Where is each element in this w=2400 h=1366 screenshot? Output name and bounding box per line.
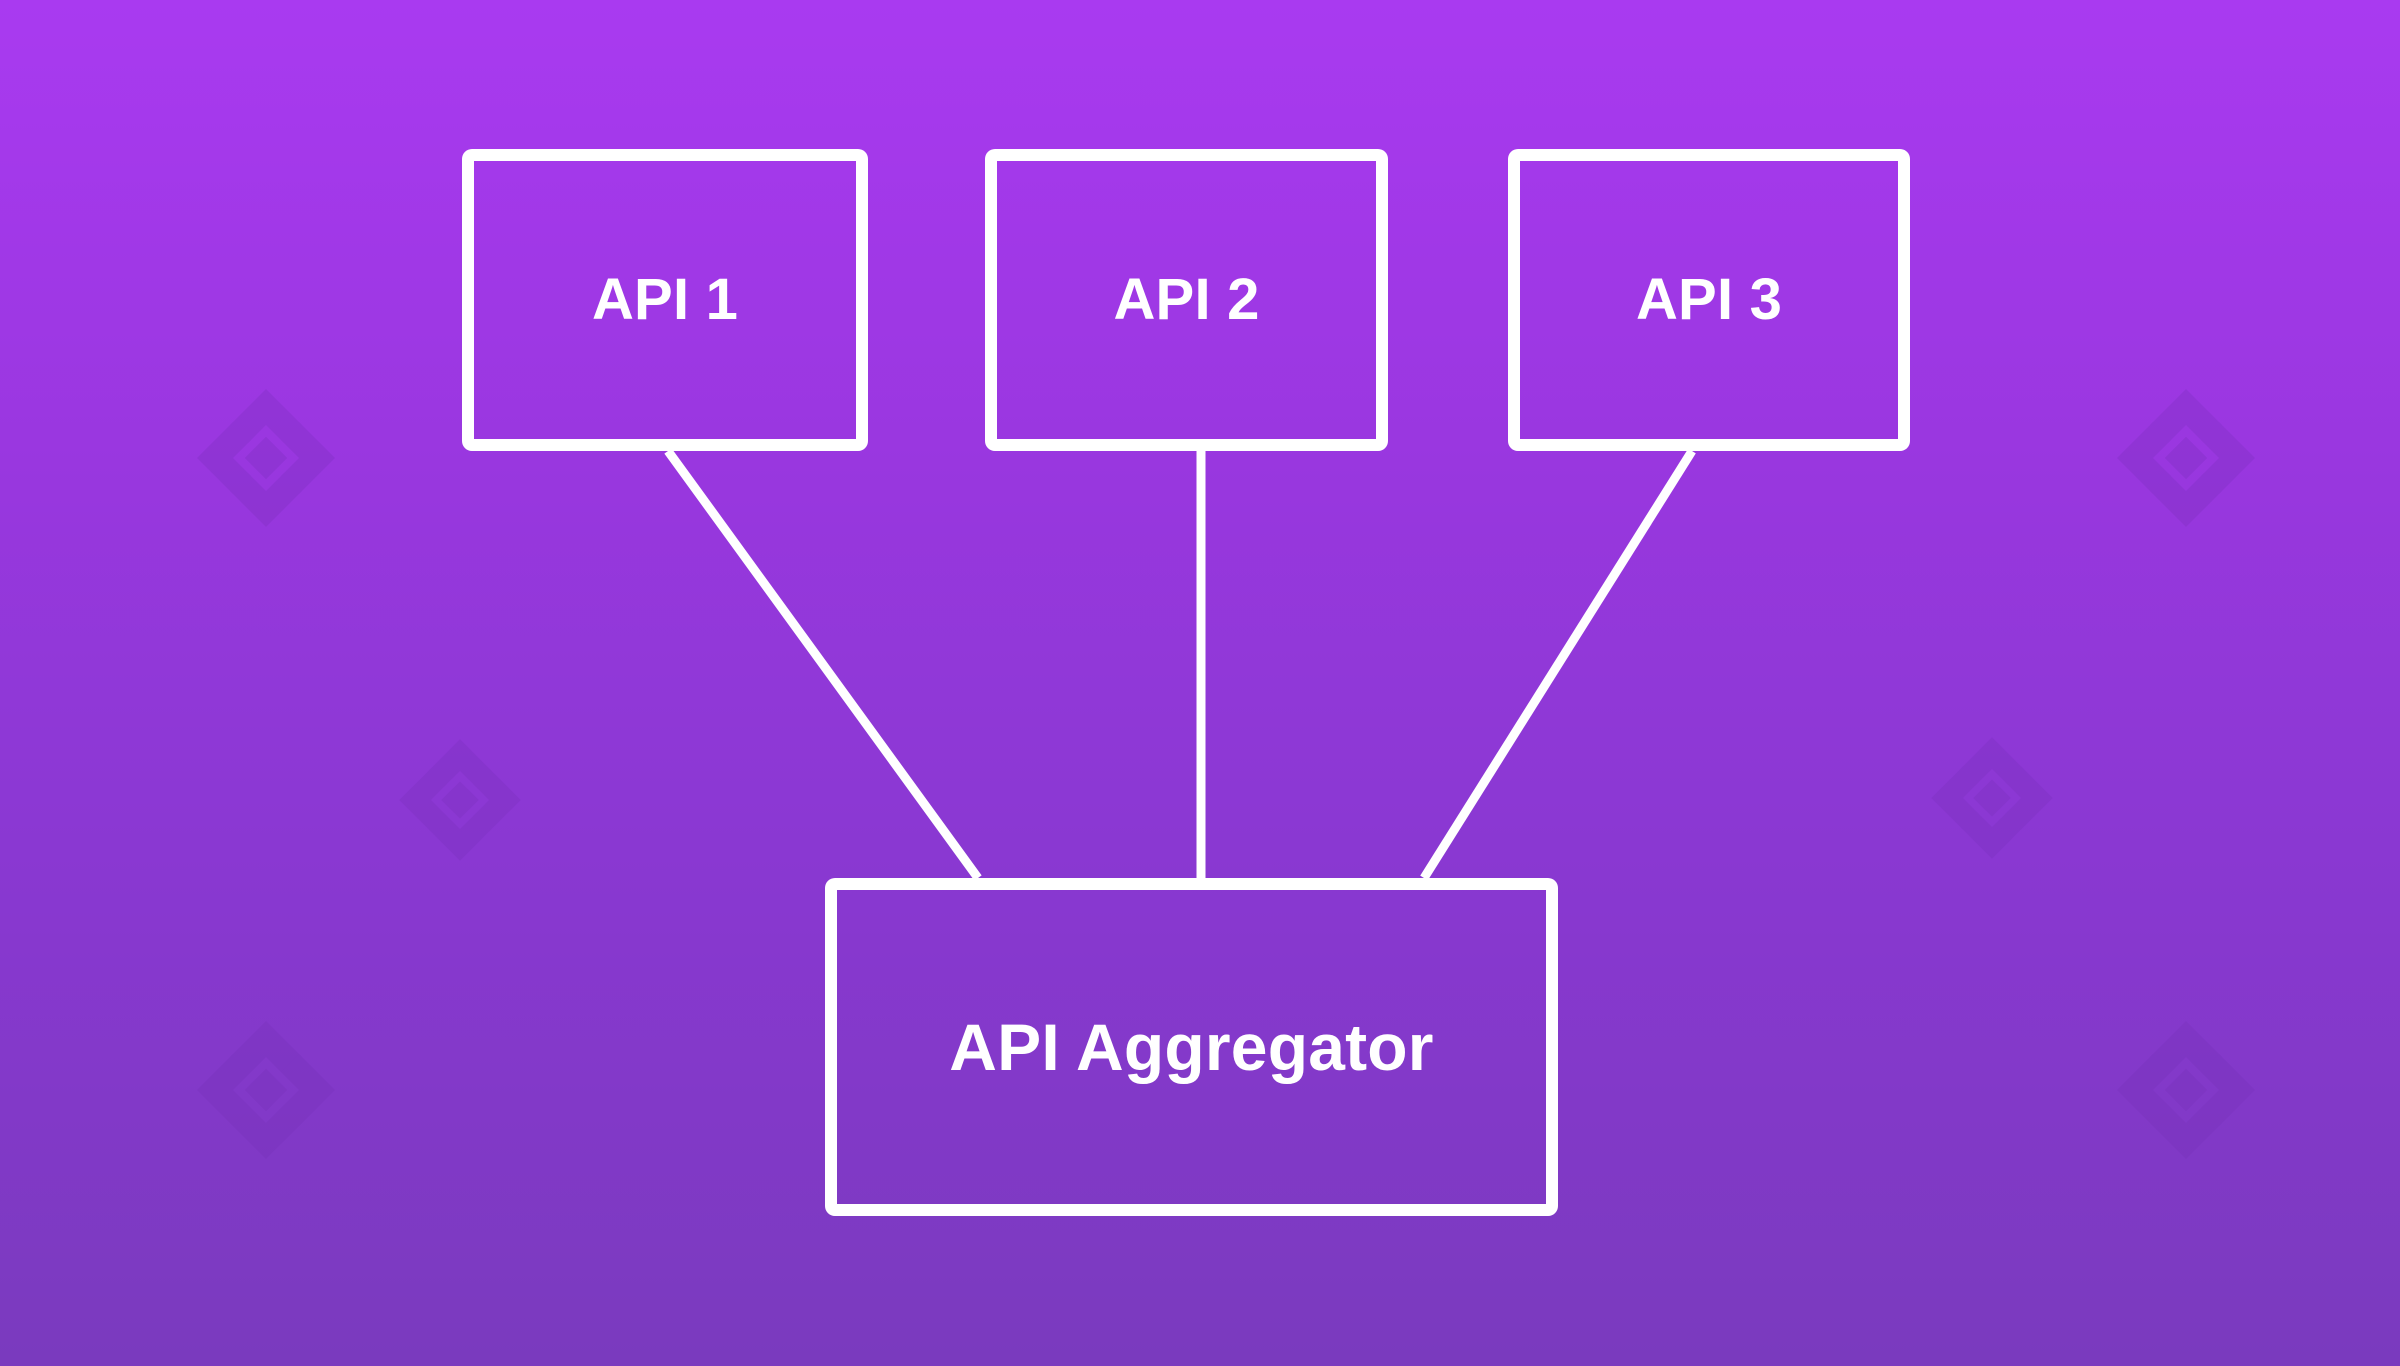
node-api-aggregator-label: API Aggregator: [949, 1010, 1434, 1084]
node-api-3-label: API 3: [1635, 267, 1783, 332]
node-api-1[interactable]: API 1: [462, 149, 868, 451]
node-api-2-label: API 2: [1113, 267, 1260, 332]
node-api-1-label: API 1: [591, 267, 739, 332]
node-api-3[interactable]: API 3: [1508, 149, 1910, 451]
edge-api-3-to-aggregator: [1420, 448, 1696, 881]
edge-api-1-to-aggregator: [664, 448, 982, 881]
node-api-aggregator[interactable]: API Aggregator: [825, 878, 1558, 1216]
node-api-2[interactable]: API 2: [985, 149, 1388, 451]
